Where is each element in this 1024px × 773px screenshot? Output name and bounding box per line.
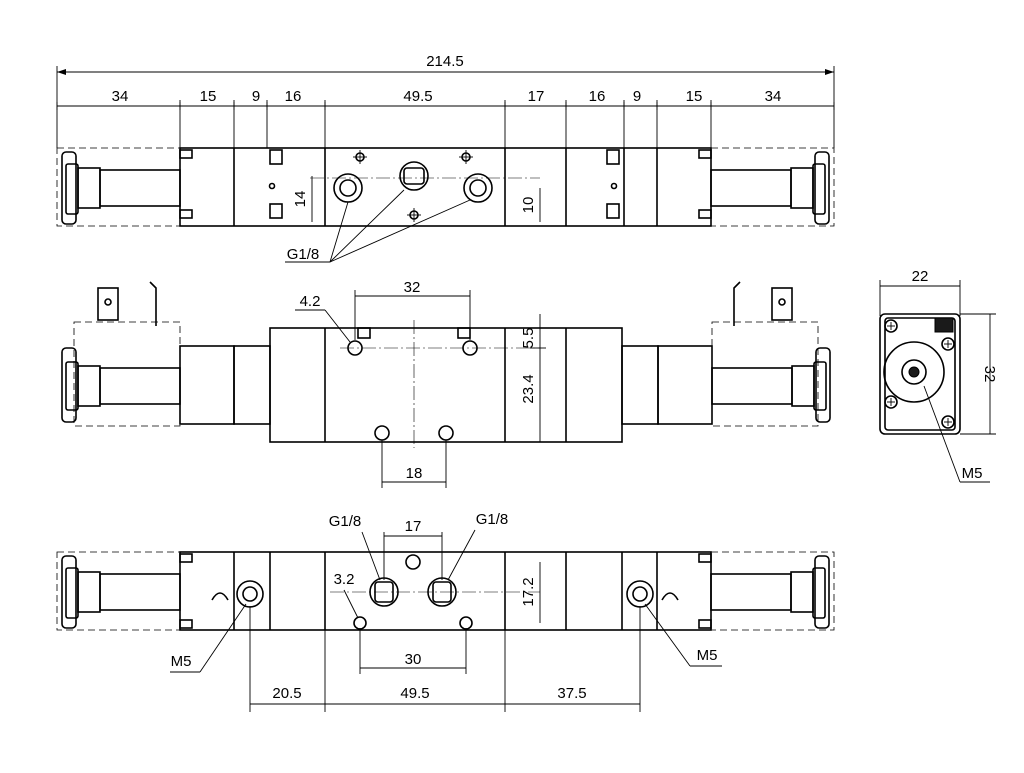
bottom-view: G1/8 G1/8 17 3.2 17.2 30 M5 M5 20.5 49.5… bbox=[56, 511, 835, 712]
top-view: 214.5 34 15 9 16 49.5 17 16 9 15 34 bbox=[56, 53, 835, 263]
dim-side-height-32: 32 bbox=[981, 366, 998, 383]
arrow-right bbox=[825, 69, 834, 75]
leader-g18-right bbox=[447, 529, 476, 581]
dim-mid-span-32: 32 bbox=[404, 279, 421, 296]
right-solenoid-front bbox=[621, 321, 831, 427]
manual-override bbox=[901, 359, 927, 385]
dim-segment-10: 34 bbox=[765, 88, 782, 105]
left-solenoid-front bbox=[61, 345, 271, 425]
solenoid-face bbox=[883, 341, 945, 403]
bottom-thread-left-m5: M5 bbox=[171, 653, 192, 670]
leader-m5-right bbox=[644, 603, 691, 667]
leader-m5-side bbox=[923, 385, 961, 483]
valve-body-bottom bbox=[179, 551, 712, 631]
screw-heads bbox=[884, 317, 955, 429]
side-thread-m5: M5 bbox=[962, 465, 983, 482]
dim-segment-6: 17 bbox=[528, 88, 545, 105]
dim-side-width-22: 22 bbox=[912, 268, 929, 285]
dim-segment-9: 15 bbox=[686, 88, 703, 105]
top-port-thread: G1/8 bbox=[287, 246, 320, 263]
dim-mid-span-18: 18 bbox=[406, 465, 423, 482]
dim-bottom-height-17-2: 17.2 bbox=[520, 577, 537, 606]
dim-segment-3: 9 bbox=[252, 88, 260, 105]
bottom-port-left-thread: G1/8 bbox=[329, 513, 362, 530]
leader-4-2-arrow bbox=[324, 309, 351, 343]
side-body bbox=[879, 313, 961, 435]
side-view: 22 32 M5 bbox=[879, 268, 998, 483]
dim-bottom-right-37-5: 37.5 bbox=[557, 685, 586, 702]
top-ports bbox=[310, 150, 540, 222]
dim-segment-1: 34 bbox=[112, 88, 129, 105]
dim-mid-height-23-4: 23.4 bbox=[520, 374, 537, 403]
top-port-leader bbox=[285, 189, 471, 263]
arrow-left bbox=[57, 69, 66, 75]
leader-3-2 bbox=[343, 589, 359, 619]
dim-segment-5: 49.5 bbox=[403, 88, 432, 105]
dim-bottom-mid-49-5: 49.5 bbox=[400, 685, 429, 702]
dim-segment-7: 16 bbox=[589, 88, 606, 105]
segment-ticks bbox=[56, 102, 835, 110]
valve-body-front bbox=[269, 320, 623, 448]
leader-g18-left bbox=[361, 531, 381, 581]
bottom-port-right-thread: G1/8 bbox=[476, 511, 509, 528]
connector-right bbox=[733, 281, 793, 326]
right-solenoid-bottom bbox=[710, 551, 835, 631]
dim-mid-offset-5-5: 5.5 bbox=[520, 328, 537, 349]
valve-body-top bbox=[179, 147, 712, 227]
dim-segment-4: 16 bbox=[285, 88, 302, 105]
left-solenoid-bottom bbox=[61, 555, 181, 629]
dim-bottom-hole-span-30: 30 bbox=[405, 651, 422, 668]
override-center bbox=[908, 366, 920, 378]
dim-top-height-14: 14 bbox=[292, 191, 309, 208]
dim-segment-8: 9 bbox=[633, 88, 641, 105]
dim-top-height-10: 10 bbox=[520, 197, 537, 214]
front-view: 32 4.2 5.5 23.4 18 bbox=[61, 279, 831, 488]
dim-overall-length: 214.5 bbox=[426, 53, 464, 70]
dim-segment-2: 15 bbox=[200, 88, 217, 105]
dim-bottom-port-span-17: 17 bbox=[405, 518, 422, 535]
leader-m5-left bbox=[199, 603, 247, 673]
dim-mid-hole-4-2: 4.2 bbox=[300, 293, 321, 310]
dim-bottom-hole-3-2: 3.2 bbox=[334, 571, 355, 588]
top-view-extension-lines bbox=[56, 66, 835, 148]
right-solenoid-top bbox=[710, 147, 835, 227]
dim-bottom-left-20-5: 20.5 bbox=[272, 685, 301, 702]
bottom-thread-right-m5: M5 bbox=[697, 647, 718, 664]
side-body-inner bbox=[884, 317, 956, 431]
left-solenoid-top bbox=[56, 147, 181, 227]
